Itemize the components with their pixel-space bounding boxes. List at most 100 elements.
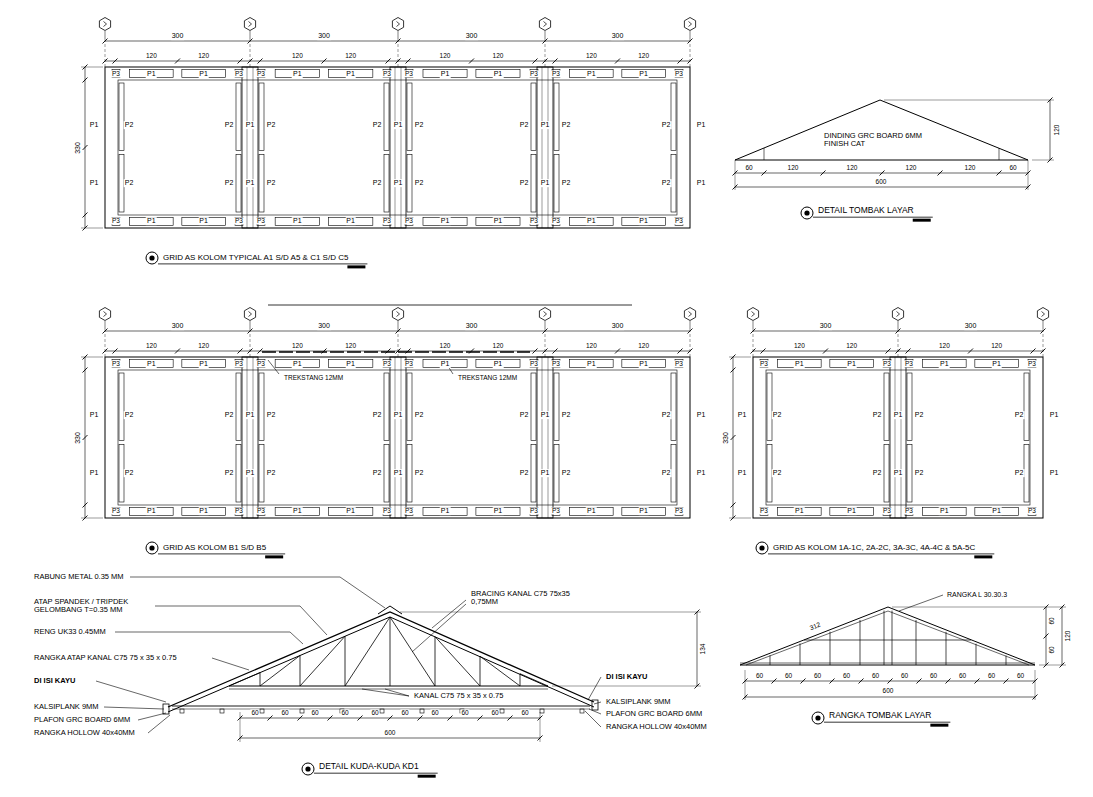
drawing-line bbox=[746, 611, 1029, 665]
drawing-line bbox=[906, 349, 911, 354]
drawing-line bbox=[1043, 321, 1044, 329]
panel-mark: P3 bbox=[674, 507, 684, 514]
panel-mark: P1 bbox=[89, 411, 100, 419]
drawing-line bbox=[1060, 605, 1065, 610]
drawing-line bbox=[813, 217, 933, 218]
drawing-line bbox=[314, 773, 438, 774]
drawing-line bbox=[804, 640, 971, 641]
drawing-line bbox=[1044, 605, 1049, 610]
drawing-line bbox=[1048, 158, 1053, 163]
panel-mark: P3 bbox=[382, 507, 392, 514]
panel-mark: P1 bbox=[393, 179, 404, 187]
panel-outline bbox=[890, 357, 906, 518]
panel-outline bbox=[112, 218, 120, 226]
drawing-line bbox=[545, 321, 546, 329]
panel-mark: P3 bbox=[404, 70, 414, 77]
panel-mark: P1 bbox=[991, 360, 1002, 368]
panel-mark: P2 bbox=[266, 121, 277, 129]
drawing-line bbox=[533, 349, 538, 354]
dimension-text: 60 bbox=[460, 709, 469, 716]
dimension-text: 60 bbox=[900, 672, 909, 679]
title-bullet bbox=[759, 545, 764, 550]
panel-outline bbox=[384, 83, 389, 150]
drawing-line bbox=[300, 656, 301, 686]
drawing-line bbox=[268, 305, 632, 306]
panel-mark: P1 bbox=[89, 469, 100, 477]
panel-mark: P3 bbox=[551, 360, 561, 367]
panel-outline bbox=[257, 218, 265, 226]
drawing-line bbox=[400, 612, 701, 613]
view-title: GRID AS KOLOM TYPICAL A1 S/D A5 & C1 S/D… bbox=[162, 254, 349, 263]
panel-mark: P3 bbox=[256, 507, 266, 514]
drawing-line bbox=[830, 632, 831, 665]
panel-mark: P1 bbox=[493, 70, 504, 78]
panel-outline bbox=[380, 709, 384, 713]
dimension-text: 120 bbox=[787, 164, 800, 171]
drawing-line bbox=[880, 171, 885, 176]
drawing-line bbox=[113, 59, 118, 64]
drawing-line bbox=[1044, 663, 1049, 668]
title-bullet bbox=[804, 210, 809, 215]
panel-mark: P1 bbox=[794, 360, 805, 368]
drawing-line bbox=[113, 349, 118, 354]
drawing-line bbox=[690, 321, 691, 329]
panel-outline bbox=[423, 360, 467, 368]
panel-mark: P3 bbox=[529, 70, 539, 77]
panel-mark: P2 bbox=[266, 469, 277, 477]
panel-outline bbox=[580, 709, 584, 713]
dimension-text: 300 bbox=[611, 322, 625, 330]
grid-bubble bbox=[244, 18, 255, 31]
panel-outline bbox=[390, 67, 406, 228]
panel-outline bbox=[1028, 508, 1036, 516]
panel-outline bbox=[530, 218, 538, 226]
panel-mark: P2 bbox=[266, 411, 277, 419]
panel-mark: P1 bbox=[440, 507, 451, 515]
panel-mark: P1 bbox=[939, 507, 950, 515]
panel-mark: P2 bbox=[561, 179, 572, 187]
title-bar bbox=[347, 265, 365, 268]
panel-mark: P3 bbox=[234, 217, 244, 224]
panel-mark: P2 bbox=[519, 179, 530, 187]
panel-mark: P2 bbox=[561, 411, 572, 419]
panel-mark: P3 bbox=[551, 217, 561, 224]
drawing-line bbox=[884, 611, 885, 665]
panel-mark: P1 bbox=[292, 217, 303, 225]
drawing-line bbox=[740, 663, 1035, 664]
dimension-text: 120 bbox=[964, 164, 977, 171]
drawing-line bbox=[895, 357, 896, 518]
drawing-line bbox=[615, 59, 620, 64]
panel-mark: P2 bbox=[414, 179, 425, 187]
panel-outline bbox=[884, 373, 889, 440]
panel-outline bbox=[383, 360, 391, 368]
title-bullet bbox=[305, 766, 310, 771]
panel-mark: P3 bbox=[674, 70, 684, 77]
drawing-line bbox=[772, 679, 777, 684]
drawing-line bbox=[615, 349, 620, 354]
panel-mark: P3 bbox=[759, 360, 769, 367]
panel-mark: P1 bbox=[586, 217, 597, 225]
panel-mark: P1 bbox=[345, 507, 356, 515]
drawing-line bbox=[544, 312, 547, 317]
panel-outline bbox=[257, 360, 265, 368]
drawing-line bbox=[398, 329, 399, 357]
drawing-line bbox=[247, 357, 248, 518]
panel-mark: P3 bbox=[256, 360, 266, 367]
panel-mark: P2 bbox=[414, 469, 425, 477]
panel-outline bbox=[884, 444, 889, 502]
drawing-line bbox=[753, 321, 754, 329]
panel-outline bbox=[182, 508, 226, 516]
drawing-line bbox=[688, 329, 693, 334]
drawing-line bbox=[345, 636, 346, 686]
dimension-text: 120 bbox=[145, 52, 158, 59]
panel-outline bbox=[766, 370, 1030, 505]
panel-outline bbox=[1024, 444, 1029, 502]
panel-outline bbox=[675, 70, 683, 78]
dimension-text: 120 bbox=[585, 342, 598, 349]
dimension-text: 120 bbox=[344, 52, 357, 59]
dimension-text: 600 bbox=[384, 729, 397, 736]
panel-mark: P3 bbox=[404, 360, 414, 367]
callout-text: RANGKA HOLLOW 40x40MM bbox=[33, 729, 136, 737]
drawing-line bbox=[1050, 100, 1051, 160]
drawing-line bbox=[975, 679, 980, 684]
drawing-line bbox=[435, 637, 480, 686]
